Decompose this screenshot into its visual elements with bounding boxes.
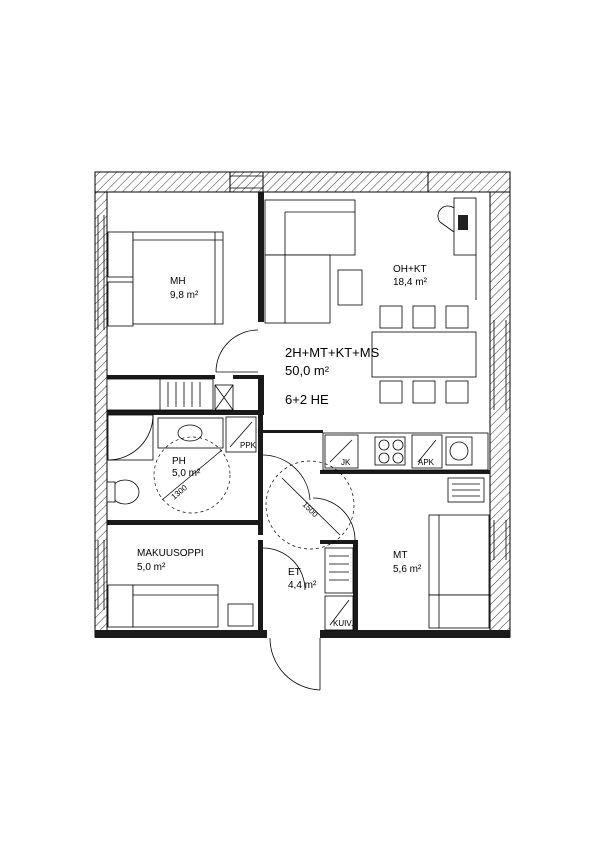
room-area-mt: 5,6 m² — [393, 564, 422, 575]
kitchen-counter — [322, 432, 489, 471]
room-area-oh-kt: 18,4 m² — [393, 277, 428, 288]
alcove-furniture — [107, 584, 254, 628]
bedroom-mh-furniture — [106, 231, 259, 411]
interior-walls — [107, 192, 490, 635]
dimension-ph-circle: 1300 — [170, 483, 190, 502]
room-area-ph: 5,0 m² — [172, 468, 201, 479]
occupancy: 6+2 HE — [285, 392, 329, 407]
room-area-makuusoppi: 5,0 m² — [137, 562, 166, 573]
tag-ppk: PPK — [240, 441, 257, 450]
room-name-mh: MH — [170, 276, 186, 287]
bathroom-fixtures — [106, 414, 257, 514]
tag-apk: APK — [418, 458, 435, 467]
room-area-et: 4,4 m² — [288, 580, 317, 591]
apartment-type: 2H+MT+KT+MS — [285, 345, 380, 360]
apartment-area: 50,0 m² — [285, 363, 330, 378]
bedroom-mt-furniture — [428, 477, 490, 629]
room-name-mt: MT — [393, 550, 407, 561]
room-name-et: ET — [288, 567, 301, 578]
room-area-mh: 9,8 m² — [170, 290, 199, 301]
room-name-oh-kt: OH+KT — [393, 264, 427, 275]
entry-elements — [262, 454, 356, 691]
tag-jk: JK — [341, 458, 351, 467]
tag-kuiv: KUIV. — [333, 619, 353, 628]
room-name-ph: PH — [172, 456, 186, 467]
dimension-et-circle: 1500 — [301, 500, 320, 519]
living-room-furniture — [264, 197, 477, 404]
room-name-makuusoppi: MAKUUSOPPI — [137, 548, 204, 559]
room-labels: MH 9,8 m² OH+KT 18,4 m² PH 5,0 m² MAKUUS… — [137, 264, 428, 591]
exterior-walls — [94, 171, 511, 638]
